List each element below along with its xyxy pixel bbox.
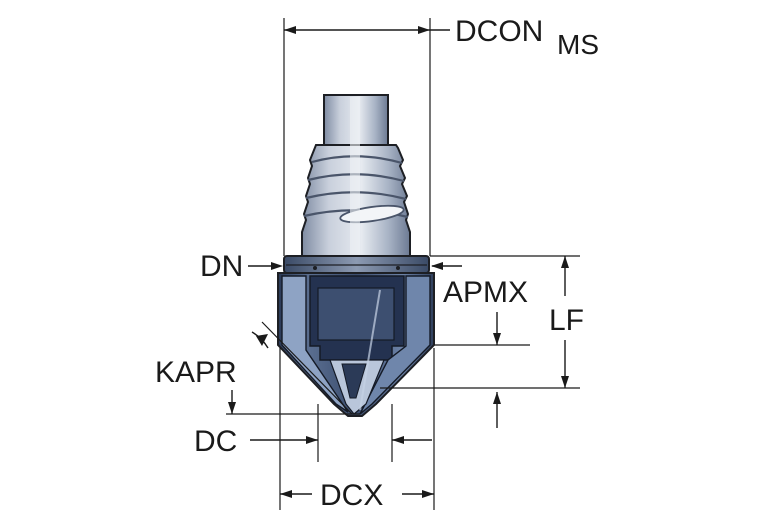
dcx-arrow-right xyxy=(422,490,434,498)
kapr-arrow-top xyxy=(256,334,268,346)
label-dcx: DCX xyxy=(320,479,383,512)
dcon-arrow-left xyxy=(284,26,296,34)
dimension-lines xyxy=(226,18,580,510)
cutting-edge-left xyxy=(281,275,349,413)
dn-right-arrow xyxy=(431,262,443,270)
flange-screw-left xyxy=(313,266,317,270)
cutting-edge-right xyxy=(359,275,431,415)
tool-illustration xyxy=(277,94,435,417)
flange-screw-right xyxy=(396,266,400,270)
label-kapr: KAPR xyxy=(155,356,237,389)
dcon-arrow-right xyxy=(418,26,430,34)
dc-arrow-right xyxy=(392,436,404,444)
kapr-arrow-bottom xyxy=(228,402,236,414)
label-lf: LF xyxy=(549,304,584,337)
lf-arrow-top xyxy=(561,256,569,268)
kapr-angle-line xyxy=(261,321,353,415)
shank-highlight xyxy=(350,97,360,255)
lf-arrow-bottom xyxy=(561,376,569,388)
dn-arrow xyxy=(271,262,283,270)
tip-flute xyxy=(341,363,367,399)
label-dcon: DCON xyxy=(455,15,543,48)
apmx-arrow-bottom xyxy=(493,392,501,404)
dc-arrow-left xyxy=(306,436,318,444)
label-dn: DN xyxy=(200,250,243,283)
insert-core xyxy=(317,287,395,341)
tip-highlight xyxy=(359,289,381,411)
dcx-arrow-left xyxy=(280,490,292,498)
dimension-labels: DCON MS DN APMX LF KAPR DC DCX xyxy=(155,15,599,512)
label-dcon-sub: MS xyxy=(557,29,599,60)
label-dc: DC xyxy=(194,425,237,458)
apmx-arrow-top xyxy=(493,333,501,345)
label-apmx: APMX xyxy=(443,276,528,309)
